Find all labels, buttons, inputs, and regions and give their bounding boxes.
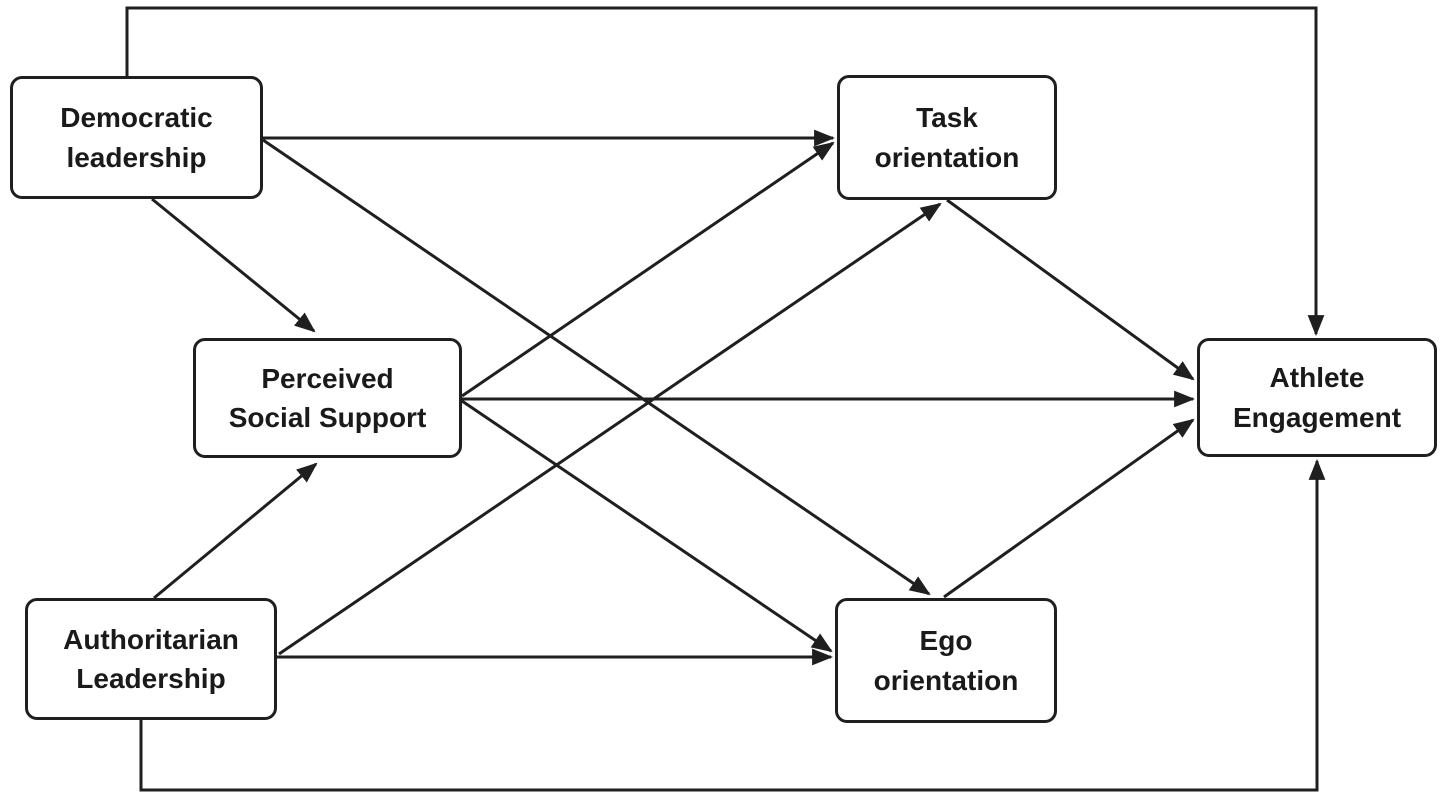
node-label-line2: Social Support	[228, 402, 427, 433]
node-label-line2: Leadership	[76, 663, 226, 694]
node-democratic-leadership: Democratic leadership	[10, 76, 263, 199]
edge-democratic-leadership-to-ego-orientation	[262, 138, 931, 596]
edge-task-orientation-to-athlete-engagement	[946, 198, 1195, 381]
node-authoritarian-leadership: Authoritarian Leadership	[25, 598, 277, 720]
node-label-line2: Engagement	[1232, 401, 1402, 433]
node-athlete-engagement: Athlete Engagement	[1197, 338, 1437, 457]
edge-perceived-social-support-to-task-orientation	[461, 141, 835, 398]
edge-democratic-leadership-to-athlete-engagement	[125, 6, 1325, 337]
node-label-line1: Task	[916, 102, 978, 134]
node-label-line1: Athlete	[1269, 362, 1365, 394]
node-task-orientation: Task orientation	[837, 75, 1057, 200]
node-label-line2: orientation	[874, 141, 1020, 173]
edge-authoritarian-leadership-to-task-orientation	[278, 202, 942, 656]
node-ego-orientation: Ego orientation	[835, 598, 1057, 723]
edge-ego-orientation-to-athlete-engagement	[943, 418, 1195, 599]
edge-perceived-social-support-to-ego-orientation	[461, 399, 833, 653]
node-label: Athlete Engagement	[1233, 358, 1401, 436]
node-label-line1: Perceived	[261, 362, 394, 394]
node-label: Democratic leadership	[60, 98, 213, 176]
node-label-line2: orientation	[873, 664, 1019, 696]
node-label: Ego orientation	[874, 621, 1019, 699]
node-label: Task orientation	[875, 98, 1020, 176]
node-label-line1: Authoritarian	[63, 623, 239, 655]
node-label-line1: Ego	[919, 625, 973, 657]
node-label: Authoritarian Leadership	[63, 620, 239, 698]
node-label: Perceived Social Support	[229, 359, 427, 437]
edge-democratic-leadership-to-perceived-social-support	[151, 197, 316, 333]
node-perceived-social-support: Perceived Social Support	[193, 338, 462, 458]
node-label-line2: leadership	[66, 141, 207, 173]
edge-authoritarian-leadership-to-athlete-engagement	[139, 458, 1326, 792]
node-label-line1: Democratic	[60, 102, 213, 134]
edge-authoritarian-leadership-to-perceived-social-support	[153, 462, 318, 600]
